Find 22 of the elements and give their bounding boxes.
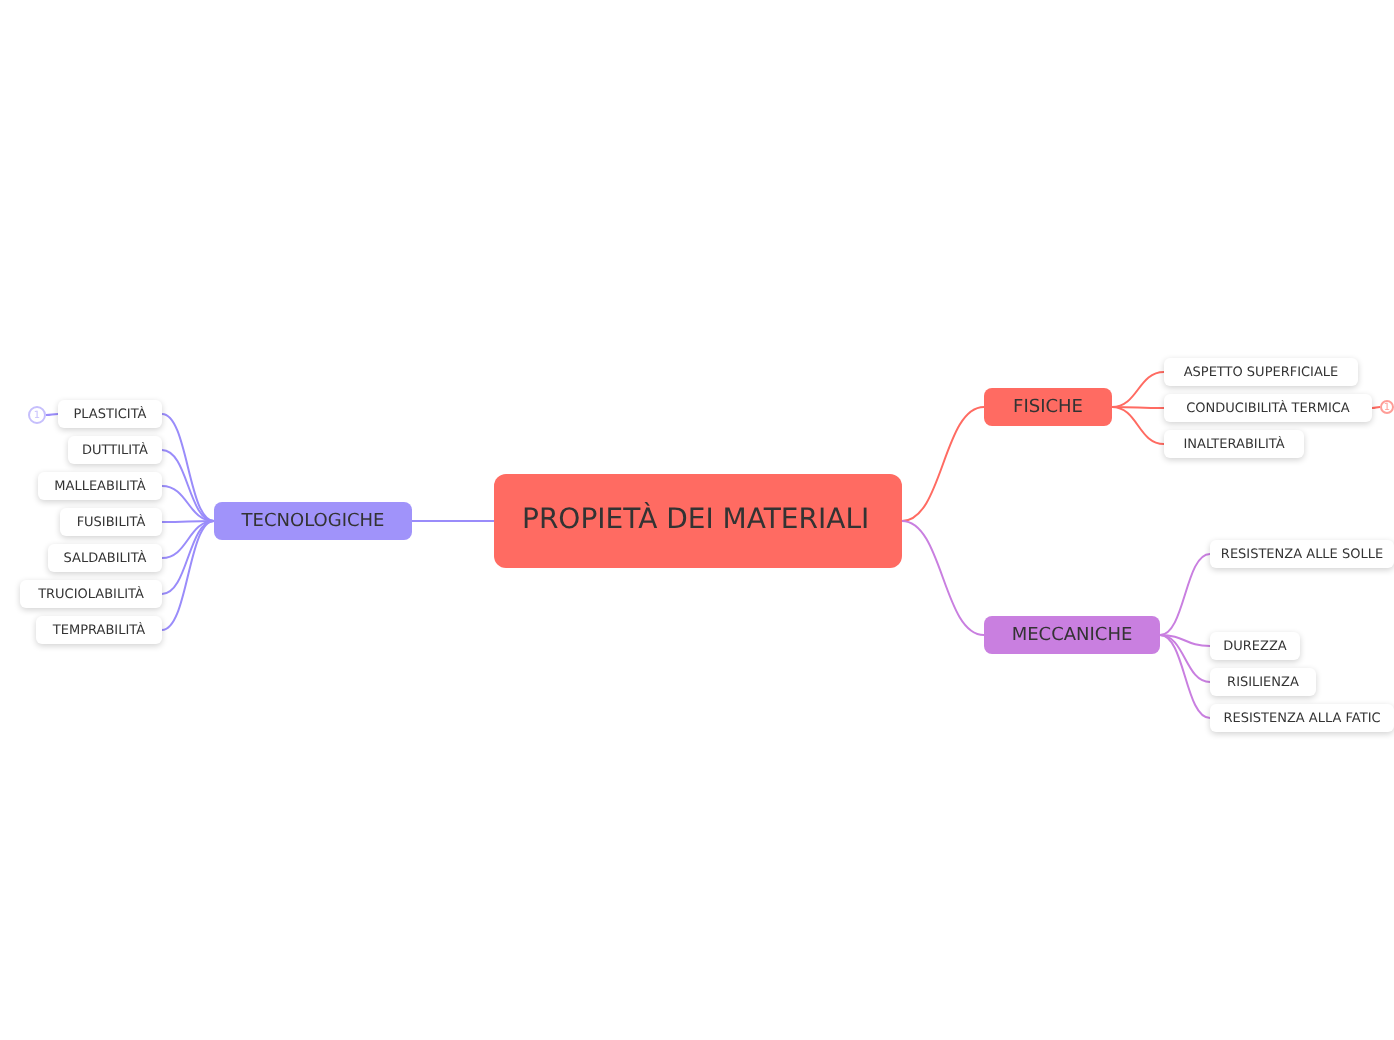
- connector-line: [161, 520, 215, 559]
- connector-line: [1159, 634, 1211, 683]
- connector-line: [161, 520, 215, 595]
- main-topic-box: TECNOLOGICHE: [214, 502, 412, 540]
- central-topic-box: PROPIETÀ DEI MATERIALI: [494, 474, 902, 568]
- main-topic-box: MECCANICHE: [984, 616, 1160, 654]
- connector-line: [45, 413, 59, 416]
- connector-line: [901, 406, 985, 522]
- connector-line: [1159, 553, 1211, 636]
- connector-line: [161, 520, 215, 631]
- connector-line: [161, 449, 215, 522]
- connector-line: [161, 485, 215, 522]
- connector-line: [1371, 406, 1381, 409]
- connector-line: [1159, 634, 1211, 719]
- connector-line: [1111, 406, 1165, 445]
- connector-line: [411, 520, 495, 522]
- connector-line: [161, 413, 215, 522]
- connector-line: [901, 520, 985, 636]
- connector-line: [1111, 406, 1165, 409]
- main-topic-box: FISICHE: [984, 388, 1112, 426]
- connector-line: [1111, 371, 1165, 408]
- connector-line: [1159, 634, 1211, 647]
